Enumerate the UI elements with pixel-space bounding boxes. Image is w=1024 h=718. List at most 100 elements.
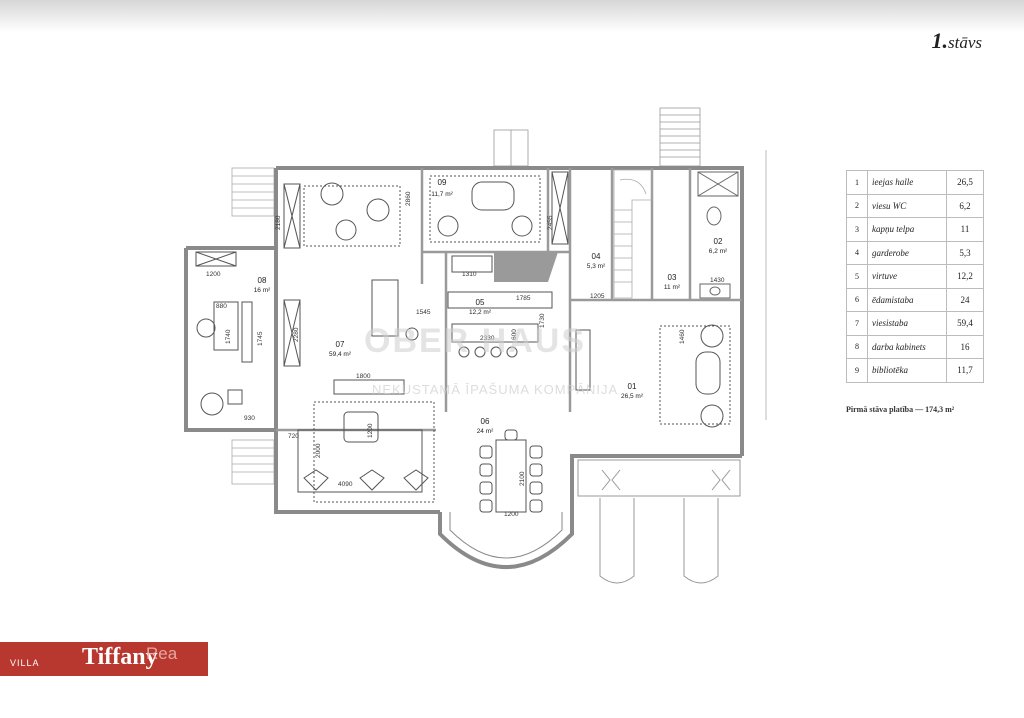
room-name: kapņu telpa [867, 217, 947, 242]
front-portico [577, 459, 741, 584]
dim-1545: 1545 [416, 309, 431, 316]
dim-1460: 1460 [679, 329, 686, 344]
living-furniture [283, 182, 435, 503]
room-05-label: 05 [476, 298, 485, 307]
dim-2330: 2330 [480, 335, 495, 342]
dim-2455: 2455 [547, 215, 554, 230]
interior-stair [613, 169, 653, 299]
total-floor-area: Pirmā stāva platība — 174,3 m² [846, 405, 955, 414]
room-number: 8 [846, 334, 868, 359]
dim-1200-dining: 1200 [504, 511, 519, 518]
dim-1205: 1205 [590, 293, 605, 300]
room-08-label: 08 [258, 276, 267, 285]
room-area: 11 [946, 217, 984, 242]
dim-1745: 1745 [257, 331, 264, 346]
dim-1310: 1310 [462, 271, 477, 278]
room-name: bibliotēka [867, 358, 947, 383]
room-number: 2 [846, 193, 868, 218]
room-03-label: 03 [668, 273, 677, 282]
room-number: 5 [846, 264, 868, 289]
room-03-area: 11 m² [664, 284, 681, 291]
dim-1430: 1430 [710, 277, 725, 284]
room-name: virtuve [867, 264, 947, 289]
room-name: viesistaba [867, 311, 947, 336]
dim-2100: 2100 [519, 471, 526, 486]
watermark-subtitle: NEKUSTAMĀ ĪPAŠUMA KOMPĀNIJA [372, 382, 618, 397]
room-number: 9 [846, 358, 868, 383]
room-06-label: 06 [481, 417, 490, 426]
dim-600: 600 [511, 329, 518, 340]
external-stair-left-top [231, 167, 275, 217]
room-number: 3 [846, 217, 868, 242]
dim-930: 930 [244, 415, 255, 422]
brand-tiffany: Tiffany [82, 644, 158, 670]
brand-villa: VILLA [10, 658, 40, 668]
dim-2860: 2860 [405, 191, 412, 206]
room-01-label: 01 [628, 382, 637, 391]
room-number: 6 [846, 287, 868, 312]
watermark-logo-text: OBER HAUS [364, 322, 586, 360]
floor-number: 1. [931, 28, 949, 53]
room-area: 11,7 [946, 358, 984, 383]
study-furniture [195, 251, 253, 416]
room-number: 1 [846, 170, 868, 195]
kitchen-furniture [447, 252, 558, 358]
dim-1730: 1730 [539, 313, 546, 328]
room-name: garderobe [867, 240, 947, 265]
room-area: 6,2 [946, 193, 984, 218]
brand-banner: VILLA Tiffany Rea [0, 642, 208, 676]
library-furniture [429, 171, 569, 245]
room-02-area: 6,2 m² [709, 248, 728, 255]
external-stair-top [659, 107, 701, 167]
room-08-area: 16 m² [254, 287, 271, 294]
room-name: ieejas halle [867, 170, 947, 195]
bay-window [438, 512, 574, 569]
hall-furniture [575, 324, 731, 428]
room-name: viesu WC [867, 193, 947, 218]
room-number: 7 [846, 311, 868, 336]
room-area: 5,3 [946, 240, 984, 265]
external-stair-left-bottom [231, 439, 275, 485]
room-area: 24 [946, 287, 984, 312]
wc-fixtures [697, 171, 739, 299]
room-name: darba kabinets [867, 334, 947, 359]
room-labels: 01 26,5 m² 02 6,2 m² 03 11 m² 04 5,3 m² … [254, 178, 728, 435]
room-area: 26,5 [946, 170, 984, 195]
watermark: OBER HAUS NEKUSTAMĀ ĪPAŠUMA KOMPĀNIJA [364, 322, 618, 397]
room-07-area: 59,4 m² [329, 351, 352, 358]
dim-4090: 4090 [338, 481, 353, 488]
floor-title: 1.stāvs [932, 28, 983, 54]
exterior-walls [184, 166, 744, 514]
room-09-label: 09 [438, 178, 447, 187]
room-05-area: 12,2 m² [469, 309, 492, 316]
dim-2180: 2180 [275, 215, 282, 230]
dim-720: 720 [288, 433, 299, 440]
dimension-labels: 1200 880 1740 1745 930 2180 2280 1545 13… [206, 191, 725, 518]
room-07-label: 07 [336, 340, 345, 349]
room-06-area: 24 m² [477, 428, 494, 435]
brand-rea: Rea [146, 644, 178, 663]
room-name: ēdamistaba [867, 287, 947, 312]
room-04-label: 04 [592, 252, 601, 261]
room-01-area: 26,5 m² [621, 393, 644, 400]
top-gradient [0, 0, 1024, 32]
dim-880: 880 [216, 303, 227, 310]
room-02-label: 02 [714, 237, 723, 246]
dim-1785: 1785 [516, 295, 531, 302]
room-09-area: 11,7 m² [431, 191, 453, 198]
dim-2280: 2280 [293, 327, 300, 342]
room-area: 59,4 [946, 311, 984, 336]
dining-furniture [479, 429, 543, 513]
dim-2000: 2000 [315, 443, 322, 458]
